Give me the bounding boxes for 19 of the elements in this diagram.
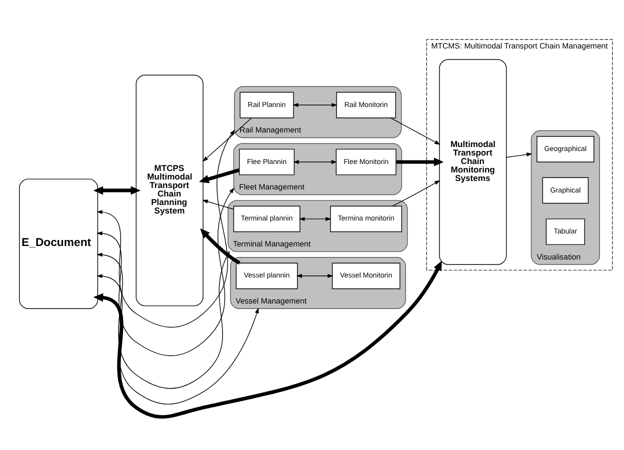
arrow xyxy=(202,199,234,210)
node-box: MTCPS Multimodal Transport Chain Planning System xyxy=(136,74,204,306)
node-box: Multimodal Transport Chain Monitoring Systems xyxy=(439,58,507,264)
arrow xyxy=(392,180,440,206)
arrow xyxy=(293,160,337,164)
arrow xyxy=(202,117,252,162)
arrow xyxy=(200,228,240,264)
arrow xyxy=(292,102,338,107)
arrow xyxy=(93,260,442,418)
arrow xyxy=(96,187,234,356)
arrow xyxy=(396,157,444,166)
arrow xyxy=(96,129,236,328)
arrow xyxy=(296,273,334,278)
arrow xyxy=(390,117,440,144)
arrow xyxy=(299,216,332,220)
arrow xyxy=(199,168,240,183)
arrow xyxy=(96,274,259,404)
arrow xyxy=(93,186,141,194)
arrow xyxy=(506,152,532,158)
